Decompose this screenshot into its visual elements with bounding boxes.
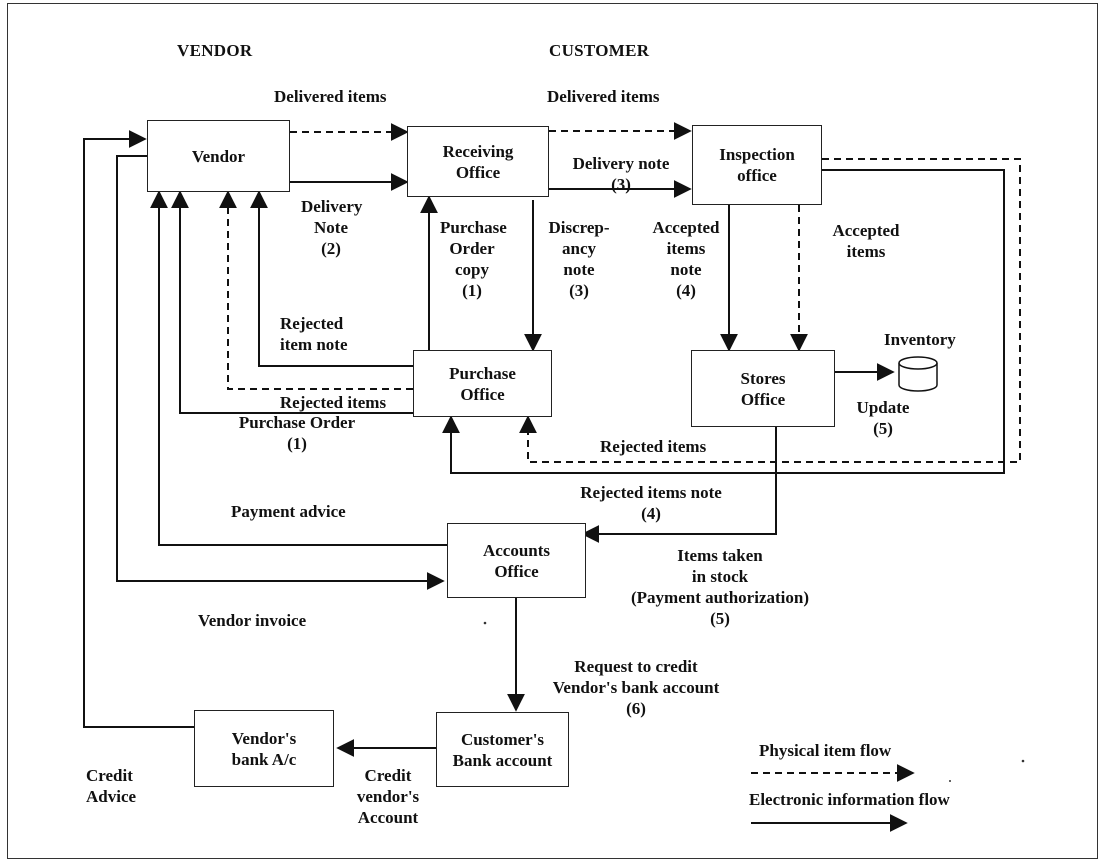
- inventory-label: Inventory: [884, 330, 956, 349]
- items-taken-label: Items taken in stock (Payment authorizat…: [630, 546, 809, 628]
- delivery-note-3-label: Delivery note (3): [572, 154, 670, 194]
- update-label: Update (5): [856, 398, 910, 438]
- customer-heading: CUSTOMER: [549, 41, 650, 60]
- flow-stores-accounts-authorization: [581, 427, 777, 543]
- flow-inspection-purchase-rejected-items: [519, 158, 1021, 463]
- accepted-items-note-label: Accepted items note (4): [652, 218, 720, 300]
- credit-vendor-account-label: Credit vendor's Account: [356, 766, 420, 827]
- legend-physical-label: Physical item flow: [759, 741, 892, 760]
- credit-advice-label: Credit Advice: [86, 766, 137, 806]
- accepted-items-label: Accepted items: [832, 221, 900, 261]
- inventory-database-icon: [898, 356, 938, 392]
- customer-bank-box: Customer's Bank account: [436, 712, 569, 787]
- speck: [949, 780, 951, 782]
- purchase-order-label: Purchase Order (1): [238, 413, 356, 453]
- discrepancy-note-label: Discrep- ancy note (3): [548, 218, 610, 300]
- flow-accounts-vendor-payment-advice: [150, 190, 447, 546]
- vendor-invoice-label: Vendor invoice: [198, 611, 307, 630]
- flow-inspection-purchase-rejected-note: [442, 169, 1005, 474]
- flow-vendorbank-vendor-credit-advice: [83, 130, 194, 728]
- rejected-items-label-2: Rejected items: [600, 437, 707, 456]
- rejected-item-note-label: Rejected item note: [280, 314, 348, 354]
- flow-purchase-vendor-rejected-items: [219, 190, 413, 390]
- request-credit-label: Request to credit Vendor's bank account …: [552, 657, 720, 718]
- rejected-items-label-1: Rejected items: [279, 393, 387, 412]
- purchase-office-box: Purchase Office: [413, 350, 552, 417]
- speck: [483, 621, 487, 625]
- diagram-frame: [7, 3, 1098, 859]
- flow-purchase-vendor-order: [171, 190, 413, 414]
- delivery-note-2-label: Delivery Note (2): [301, 197, 363, 258]
- legend-electronic-label: Electronic information flow: [749, 790, 950, 809]
- stores-office-box: Stores Office: [691, 350, 835, 427]
- flow-purchase-vendor-rejected-note: [250, 190, 413, 367]
- receiving-office-box: Receiving Office: [407, 126, 549, 197]
- delivered-items-label-1: Delivered items: [274, 87, 387, 106]
- delivered-items-label-2: Delivered items: [547, 87, 660, 106]
- accounts-office-box: Accounts Office: [447, 523, 586, 598]
- vendor-box: Vendor: [147, 120, 290, 192]
- inspection-office-box: Inspection office: [692, 125, 822, 205]
- speck: [1021, 759, 1025, 763]
- vendor-bank-box: Vendor's bank A/c: [194, 710, 334, 787]
- flow-vendor-accounts-invoice: [116, 155, 445, 590]
- purchase-order-copy-label: Purchase Order copy (1): [440, 218, 507, 300]
- vendor-heading: VENDOR: [177, 41, 253, 60]
- payment-advice-label: Payment advice: [231, 502, 346, 521]
- rejected-items-note-label: Rejected items note (4): [580, 483, 722, 523]
